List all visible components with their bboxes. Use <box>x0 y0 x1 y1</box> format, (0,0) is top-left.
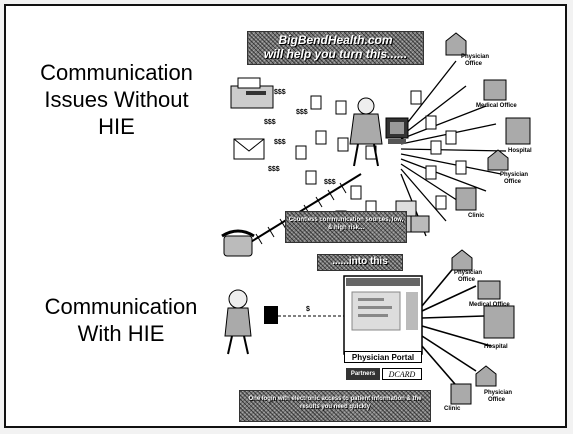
top-buildings <box>445 32 531 211</box>
top-node-5: Clinic <box>468 213 485 219</box>
top-banner-line-2: will help you turn this...... <box>263 47 408 61</box>
bottom-heading: Communication With HIE <box>41 293 201 347</box>
portal-label: Physician Portal <box>344 351 422 363</box>
bottom-caption: One login with electronic access to pati… <box>239 390 431 422</box>
dollar-5: $$$ <box>268 166 280 173</box>
top-heading-line-3: HIE <box>98 114 135 139</box>
top-node-4-line-1: Physician <box>500 172 528 178</box>
fax-machine-icon <box>230 77 274 109</box>
bottom-building-5-icon <box>450 383 472 405</box>
slide: Communication Issues Without HIE BigBend… <box>4 4 567 428</box>
telephone-icon <box>221 229 255 257</box>
bottom-building-2-icon <box>477 280 501 300</box>
top-banner: BigBendHealth.com will help you turn thi… <box>247 31 424 65</box>
top-node-1-line-1: Physician <box>461 54 489 60</box>
computer-icon <box>385 117 409 144</box>
top-caption-text: Countless communication sources, low, & … <box>288 217 404 231</box>
top-node-2: Medical Office <box>476 103 517 109</box>
top-heading: Communication Issues Without HIE <box>24 59 209 140</box>
person-with-card-icon <box>224 289 278 355</box>
top-node-4-line-2: Office <box>504 179 522 185</box>
bottom-node-1-line-2: Office <box>458 277 476 283</box>
dcard-logo: DCARD <box>382 368 422 380</box>
bottom-node-3: Hospital <box>484 344 508 350</box>
bottom-node-4-line-1: Physician <box>484 390 512 396</box>
top-heading-line-1: Communication <box>40 60 193 85</box>
top-building-1-icon <box>445 32 467 56</box>
bottom-node-1-line-1: Physician <box>454 270 482 276</box>
top-building-5-icon <box>455 187 477 211</box>
dollar-4: $$$ <box>274 139 286 146</box>
person-at-computer-icon <box>349 97 383 167</box>
envelope-icon <box>233 138 265 160</box>
dollar-1: $$$ <box>274 89 286 96</box>
top-banner-line-1: BigBendHealth.com <box>278 33 393 47</box>
portal-screen <box>343 275 423 355</box>
partner-logo: Partners <box>346 368 380 380</box>
bottom-building-1-icon <box>451 249 473 271</box>
bottom-heading-line-1: Communication <box>44 294 198 319</box>
top-building-3-icon <box>505 117 531 145</box>
bottom-caption-text: One login with electronic access to pati… <box>248 396 422 410</box>
bottom-building-3-icon <box>483 305 515 339</box>
top-caption: Countless communication sources, low, & … <box>285 211 407 243</box>
bottom-banner: ......into this <box>317 254 403 271</box>
bottom-node-4-line-2: Office <box>488 397 506 403</box>
bottom-dollar: $ <box>306 306 310 313</box>
bottom-node-5: Clinic <box>444 406 461 412</box>
top-building-4-icon <box>487 149 509 171</box>
dollar-2: $$$ <box>296 109 308 116</box>
bottom-heading-line-2: With HIE <box>77 321 165 346</box>
bottom-building-4-icon <box>475 365 497 387</box>
top-node-1-line-2: Office <box>465 61 483 67</box>
dollar-6: $$$ <box>324 179 336 186</box>
bottom-banner-text: ......into this <box>332 256 388 267</box>
bottom-diagram: $ Physician Offic <box>224 249 515 412</box>
dollar-3: $$$ <box>264 119 276 126</box>
bottom-buildings <box>450 249 515 405</box>
dollar-marks: $$$ $$$ $$$ $$$ $$$ $$$ <box>264 89 336 186</box>
top-heading-line-2: Issues Without <box>44 87 189 112</box>
top-building-2-icon <box>483 79 507 101</box>
bottom-node-2: Medical Office <box>469 302 510 308</box>
top-diagram: $$$ $$$ $$$ $$$ $$$ $$$ <box>221 32 532 257</box>
top-node-3: Hospital <box>508 148 532 154</box>
